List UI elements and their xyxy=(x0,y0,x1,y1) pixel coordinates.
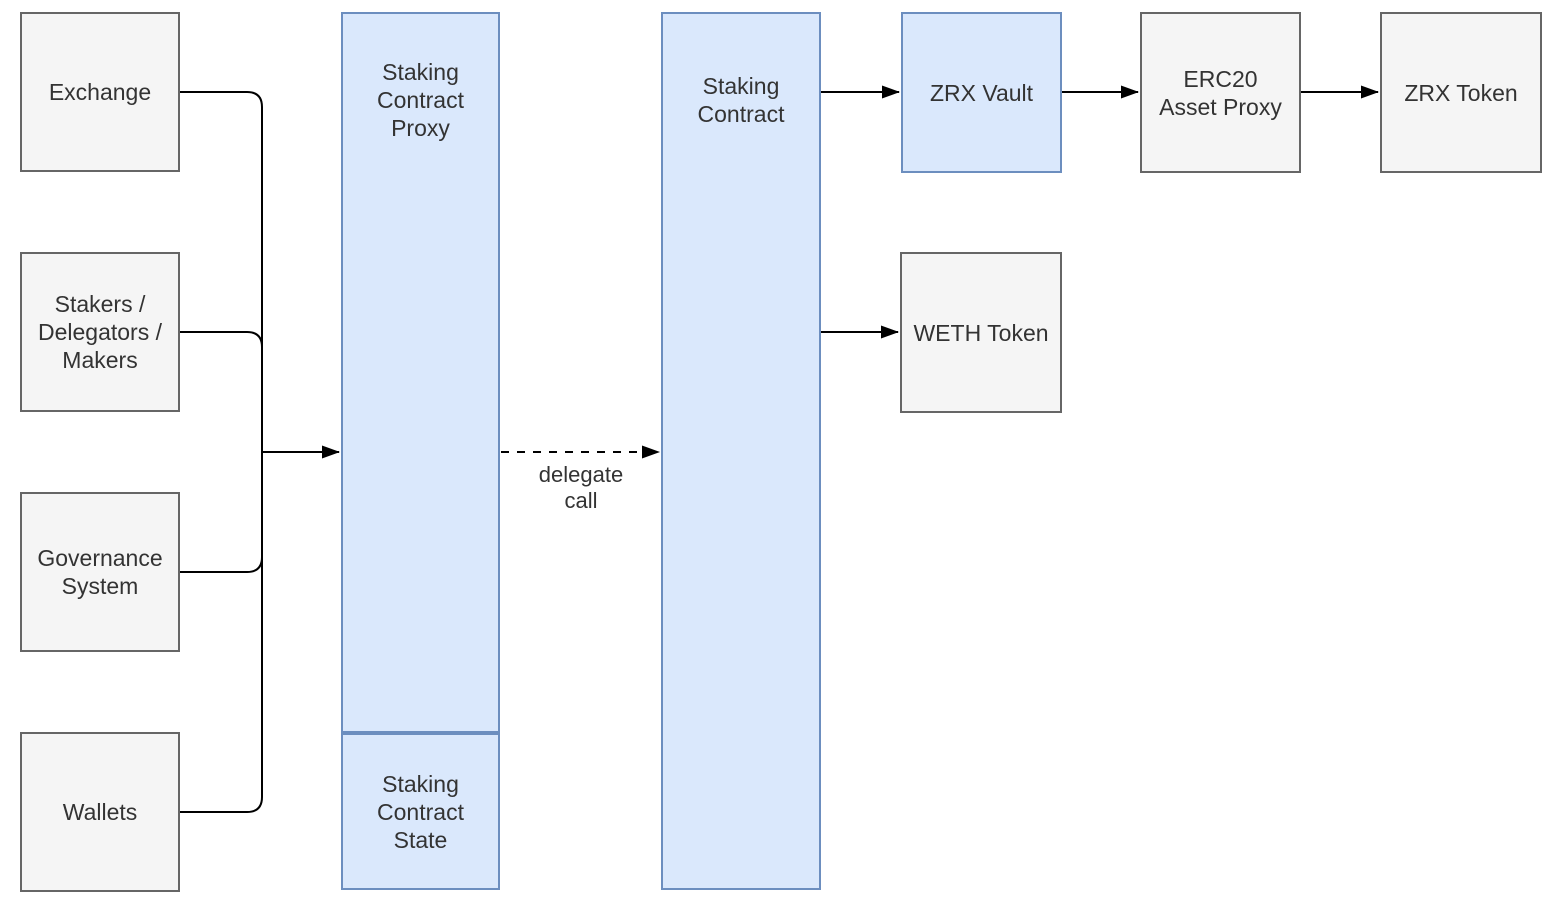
node-zrx-token-label: ZRX Token xyxy=(1404,79,1518,106)
node-staking-contract-state: Staking Contract State xyxy=(341,733,500,890)
node-exchange-label: Exchange xyxy=(48,79,152,105)
edge-exchange-to-trunk xyxy=(180,91,263,452)
edge-wallets-to-trunk xyxy=(180,452,263,813)
node-governance-system: Governance System xyxy=(20,492,180,652)
edge-label-delegate-call: delegate call xyxy=(538,462,624,513)
edge-stakers-to-trunk xyxy=(180,331,263,452)
node-staking-contract-state-label: Staking Contract State xyxy=(377,770,464,853)
node-erc20-asset-proxy: ERC20 Asset Proxy xyxy=(1140,12,1301,173)
node-stakers-delegators-makers-label: Stakers / Delegators / Makers xyxy=(37,291,162,373)
node-staking-contract: Staking Contract xyxy=(661,12,821,890)
node-staking-contract-label: Staking Contract xyxy=(697,73,785,127)
node-weth-token-label: WETH Token xyxy=(913,319,1049,346)
node-zrx-token: ZRX Token xyxy=(1380,12,1542,173)
node-governance-system-label: Governance System xyxy=(37,545,163,599)
node-staking-contract-proxy: Staking Contract Proxy xyxy=(341,12,500,733)
node-staking-contract-proxy-label: Staking Contract Proxy xyxy=(377,59,464,141)
node-wallets-label: Wallets xyxy=(62,799,138,825)
node-wallets: Wallets xyxy=(20,732,180,892)
node-erc20-asset-proxy-label: ERC20 Asset Proxy xyxy=(1159,65,1282,120)
node-zrx-vault: ZRX Vault xyxy=(901,12,1062,173)
node-exchange: Exchange xyxy=(20,12,180,172)
node-zrx-vault-label: ZRX Vault xyxy=(929,79,1034,106)
edge-governance-to-trunk xyxy=(180,452,263,573)
node-stakers-delegators-makers: Stakers / Delegators / Makers xyxy=(20,252,180,412)
node-weth-token: WETH Token xyxy=(900,252,1062,413)
